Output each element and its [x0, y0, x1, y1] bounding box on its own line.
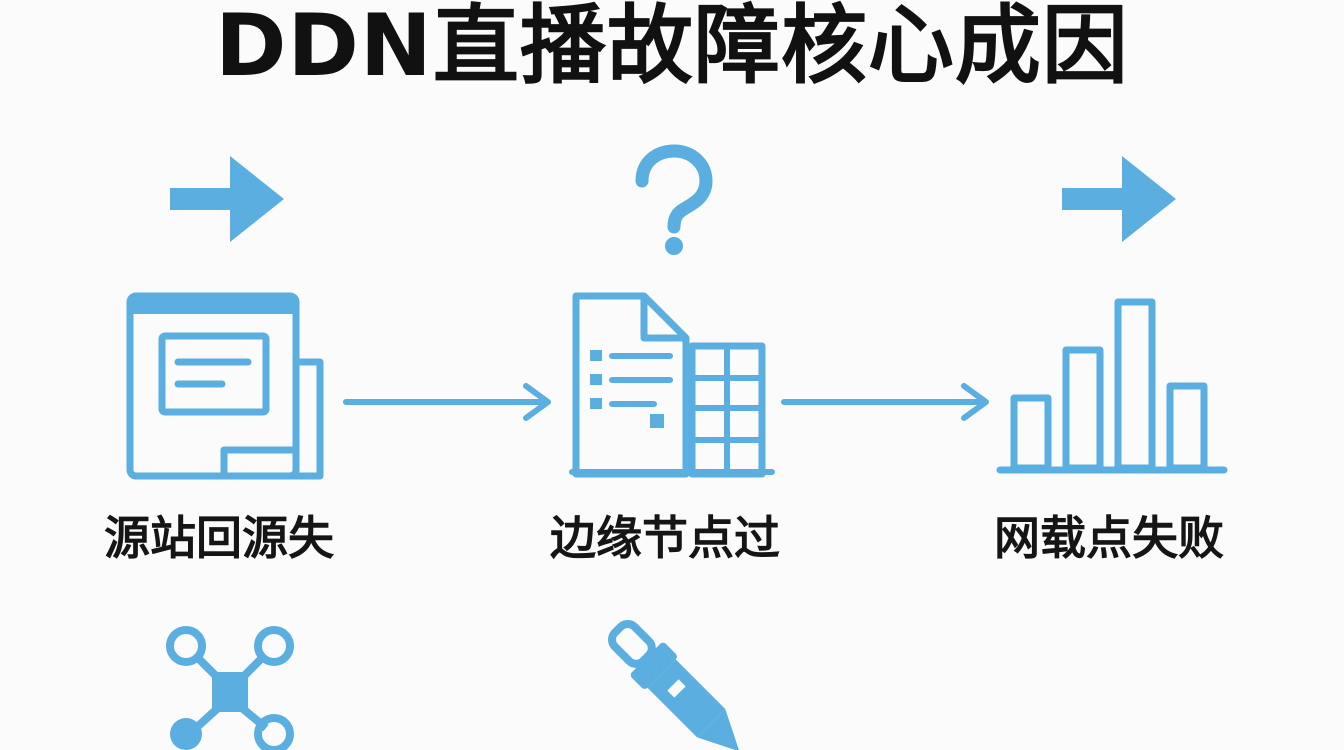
pen-icon: [608, 620, 740, 750]
connector-arrow-2: [781, 383, 989, 421]
step-label-origin: 源站回源失: [104, 511, 334, 565]
step-label-edge-node: 边缘节点过: [550, 511, 780, 565]
connector-arrow-1: [343, 383, 551, 421]
bar-chart-icon: [996, 298, 1228, 474]
network-node-icon: [166, 626, 294, 750]
document-table-icon: [569, 292, 775, 478]
step-label-network: 网载点失败: [994, 511, 1224, 565]
arrow-right-icon: [1062, 156, 1176, 242]
arrow-right-icon: [170, 156, 284, 242]
question-mark-icon: [635, 144, 713, 255]
page-title: DDN直播故障核心成因: [215, 0, 1129, 96]
browser-window-icon: [126, 292, 324, 480]
